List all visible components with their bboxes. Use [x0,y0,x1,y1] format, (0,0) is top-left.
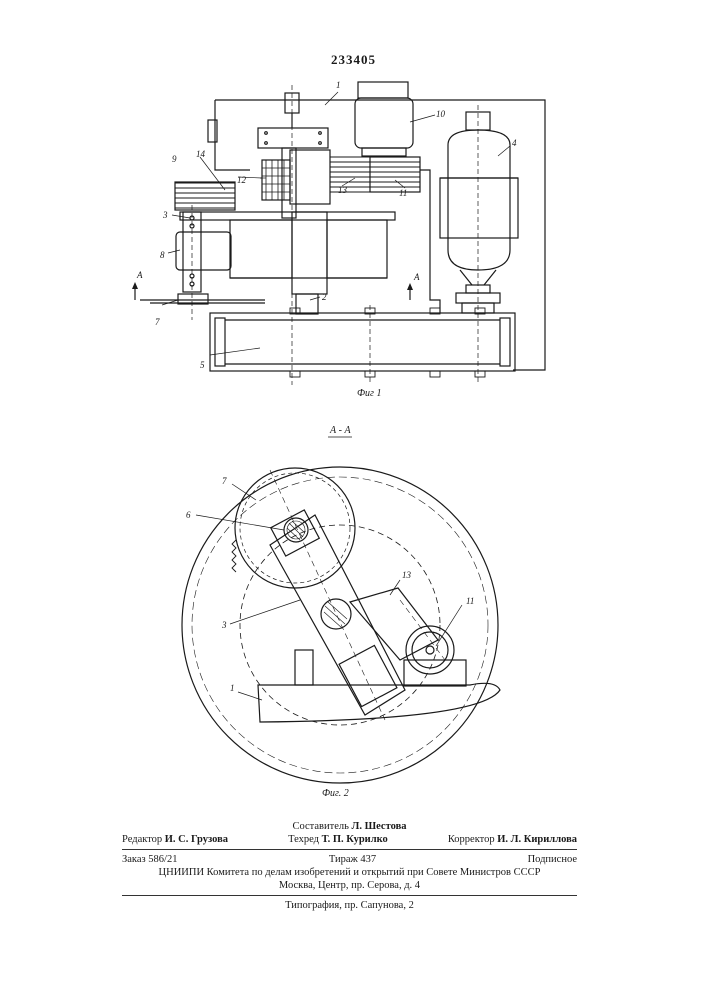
fig2-part-11: 11 [466,596,474,606]
compiler-label: Составитель [292,821,348,832]
fig1-section-mark-left: A [136,270,143,280]
fig2-part-1: 1 [230,683,235,693]
fig1-part-14: 14 [196,149,206,159]
staff-line: Редактор И. С. Грузова Техред Т. П. Кури… [122,833,577,846]
order-line: Заказ 586/21 Тираж 437 Подписное [122,853,577,866]
fig1-part-12: 12 [237,175,247,185]
fig1-part-13: 13 [338,185,348,195]
compiler-line: Составитель Л. Шестова [122,820,577,833]
compiler-name: Л. Шестова [352,821,407,832]
order-number: Заказ 586/21 [122,853,177,866]
fig2-section-title: А - А [329,425,351,436]
fig1-part-4: 4 [512,138,517,148]
fig1-part-1: 1 [336,80,341,90]
fig1-caption: Фиг 1 [357,388,381,399]
fig1-part-5: 5 [200,360,205,370]
fig1-part-10: 10 [436,109,446,119]
org-line: ЦНИИПИ Комитета по делам изобретений и о… [122,866,577,879]
fig1-part-2: 2 [322,292,327,302]
imprint-block: Составитель Л. Шестова Редактор И. С. Гр… [122,820,577,912]
fig2-part-3: 3 [221,620,227,630]
fig2-caption: Фиг. 2 [322,788,349,799]
corrector-label: Корректор [448,834,495,845]
fig1-section-mark-right: A [413,272,420,282]
fig2-part-6: 6 [186,510,191,520]
techred-label: Техред [288,834,319,845]
figure-2: А - А [182,425,500,799]
fig2-part-7: 7 [222,476,227,486]
fig1-part-9: 9 [172,154,177,164]
figure-1: 1 2 3 4 5 7 8 9 10 11 12 13 14 A A Фиг 1 [132,80,545,399]
fig1-part-8: 8 [160,250,165,260]
editor-label: Редактор [122,834,162,845]
subscription: Подписное [528,853,577,866]
techred-name: Т. П. Курилко [322,834,388,845]
address-line: Москва, Центр, пр. Серова, д. 4 [122,879,577,892]
editor-name: И. С. Грузова [165,834,228,845]
fig1-part-7: 7 [155,317,160,327]
fig1-part-3: 3 [162,210,168,220]
print-run: Тираж 437 [329,853,376,866]
fig2-part-13: 13 [402,570,412,580]
imprint-divider-2 [122,895,577,896]
corrector-name: И. Л. Кириллова [497,834,577,845]
fig1-part-11: 11 [399,188,407,198]
imprint-divider [122,849,577,850]
printer-line: Типография, пр. Сапунова, 2 [122,899,577,912]
